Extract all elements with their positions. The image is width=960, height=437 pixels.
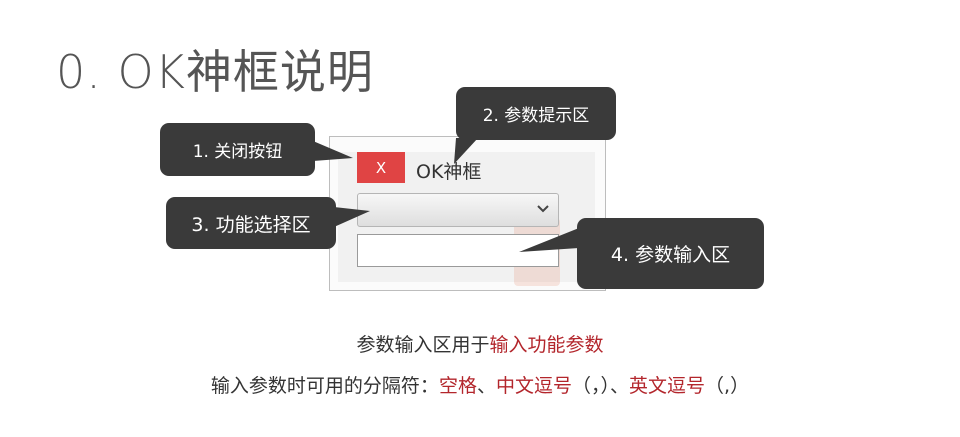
dialog-title: OK神框 xyxy=(416,161,482,183)
page-title: 0. OK神框说明 xyxy=(56,45,374,99)
callout-tail xyxy=(519,228,579,252)
callout-label: 3. 功能选择区 xyxy=(191,213,311,236)
description-text: （，） xyxy=(571,375,610,397)
callout-label: 1. 关闭按钮 xyxy=(192,142,283,162)
close-button[interactable]: X xyxy=(357,152,405,183)
description-text: 、 xyxy=(610,375,630,397)
description-text: 、 xyxy=(476,375,496,397)
callout-tail xyxy=(334,207,370,227)
callout-function-select: 3. 功能选择区 xyxy=(166,197,370,249)
callout-tail xyxy=(454,138,478,164)
callout-param-tip: 2. 参数提示区 xyxy=(454,87,616,164)
separator-space: 空格 xyxy=(438,375,477,397)
description-line-1: 参数输入区用于输入功能参数 xyxy=(0,330,960,357)
callout-close-button: 1. 关闭按钮 xyxy=(160,123,353,176)
callout-label: 2. 参数提示区 xyxy=(482,106,590,126)
callout-param-input: 4. 参数输入区 xyxy=(519,218,764,289)
description-text: 输入参数时可用的分隔符： xyxy=(210,375,439,397)
description-highlight: 输入功能参数 xyxy=(489,334,604,356)
callout-tail xyxy=(313,141,353,161)
function-select[interactable] xyxy=(357,193,559,227)
description-text: 参数输入区用于 xyxy=(356,334,490,356)
separator-chinese-comma: 中文逗号 xyxy=(495,375,572,397)
callout-label: 4. 参数输入区 xyxy=(610,244,731,266)
description-line-2: 输入参数时可用的分隔符：空格、中文逗号（，）、英文逗号（,） xyxy=(0,371,960,398)
chevron-down-icon xyxy=(537,205,549,213)
description-text: （,） xyxy=(705,375,750,397)
separator-english-comma: 英文逗号 xyxy=(629,375,706,397)
